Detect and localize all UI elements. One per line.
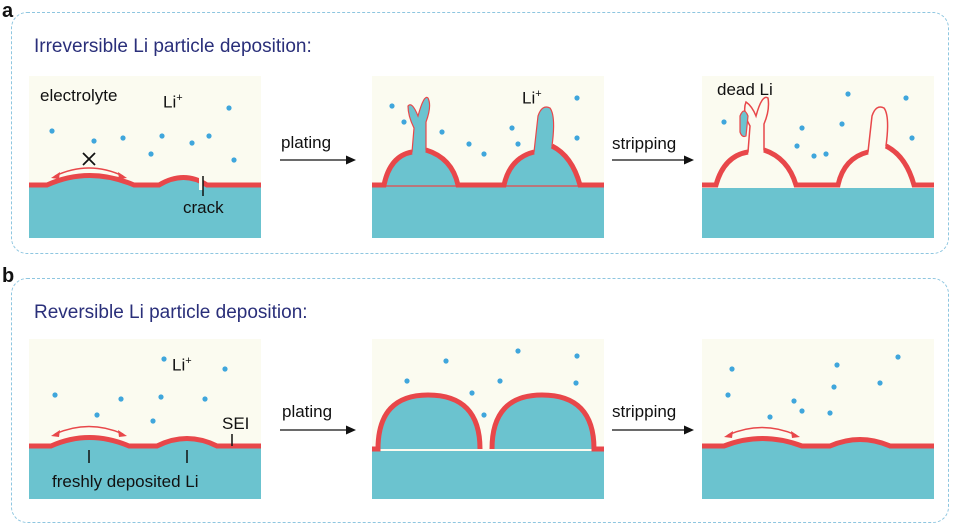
li-ion-dots xyxy=(389,95,580,157)
sei-label: SEI xyxy=(222,414,250,433)
scene-a-initial xyxy=(29,76,261,238)
sei-layer xyxy=(702,436,934,449)
panel-b-frame xyxy=(11,278,949,523)
stripping-arrow-b xyxy=(612,425,694,435)
lithium-substrate xyxy=(702,188,934,238)
li-ion-label-b1: Li+ xyxy=(172,355,192,376)
blocked-diffusion-arrow xyxy=(54,167,124,177)
li-ion-dots xyxy=(49,105,237,163)
scene-b-stripped xyxy=(702,339,934,499)
li-dome xyxy=(378,397,480,449)
li-ion-dots xyxy=(52,356,228,424)
li-ion-text: Li xyxy=(172,355,186,375)
li-ion-charge: + xyxy=(185,355,192,367)
arrowhead xyxy=(118,430,127,437)
sei-layer xyxy=(763,147,869,188)
li-ion-dots xyxy=(725,354,901,420)
li-ion-dots xyxy=(404,348,580,418)
sei-layer xyxy=(425,147,535,188)
freshly-deposited-label: freshly deposited Li xyxy=(52,472,199,491)
lithium-substrate xyxy=(29,186,261,238)
li-ion-text: Li xyxy=(163,92,177,112)
electrolyte-label: electrolyte xyxy=(40,86,118,105)
sei-layer xyxy=(884,143,934,188)
arrowhead xyxy=(51,430,60,437)
panel-b-title: Reversible Li particle deposition: xyxy=(34,302,308,323)
li-ion-charge: + xyxy=(176,92,183,104)
sei-layer xyxy=(29,173,261,188)
scene-a-stripped xyxy=(702,76,934,238)
sei-layer xyxy=(550,143,604,188)
panel-a-title: Irreversible Li particle deposition: xyxy=(34,36,312,57)
arrowhead xyxy=(791,431,800,438)
sei-layer xyxy=(372,149,413,188)
arrowhead xyxy=(724,431,733,438)
plating-arrow-b xyxy=(280,425,356,435)
lithium-substrate xyxy=(29,447,261,499)
sei-layer xyxy=(372,392,483,452)
panel-b-letter: b xyxy=(2,265,15,287)
plating-label-b: plating xyxy=(282,402,333,421)
scene-b-plated xyxy=(372,339,604,499)
panel-a-frame xyxy=(11,12,949,254)
plating-label-a: plating xyxy=(281,133,332,152)
li-dome xyxy=(492,397,594,449)
scene-a-plated xyxy=(372,76,604,238)
lithium-substrate xyxy=(702,447,934,499)
lithium-substrate xyxy=(372,451,604,499)
sei-layer xyxy=(702,149,749,188)
dead-li-fragment xyxy=(739,110,749,138)
reversible-diffusion-arrow xyxy=(54,425,124,435)
plating-arrow-a xyxy=(280,155,356,165)
dead-li-label: dead Li xyxy=(717,80,773,99)
stripping-label-a: stripping xyxy=(612,134,677,153)
arrowhead xyxy=(118,172,127,179)
li-ion-label-a2: Li+ xyxy=(522,88,542,109)
lithium-substrate xyxy=(372,186,604,238)
li-ion-charge: + xyxy=(535,88,542,100)
stripping-arrow-a xyxy=(612,155,694,165)
li-ion-label: Li+ xyxy=(163,92,183,113)
sei-layer xyxy=(29,435,261,449)
scene-b-initial xyxy=(29,339,261,499)
stripping-label-b: stripping xyxy=(612,402,677,421)
li-ion-dots xyxy=(721,91,915,159)
li-ion-text: Li xyxy=(522,88,536,108)
crack-label: crack xyxy=(183,198,224,217)
reversible-diffusion-arrow xyxy=(727,426,797,436)
arrowhead xyxy=(51,172,60,179)
sei-layer xyxy=(489,392,604,452)
panel-a-letter: a xyxy=(2,0,14,22)
sei-crack xyxy=(199,176,203,190)
x-mark xyxy=(82,152,96,166)
sei-shell-hollow xyxy=(715,96,797,187)
